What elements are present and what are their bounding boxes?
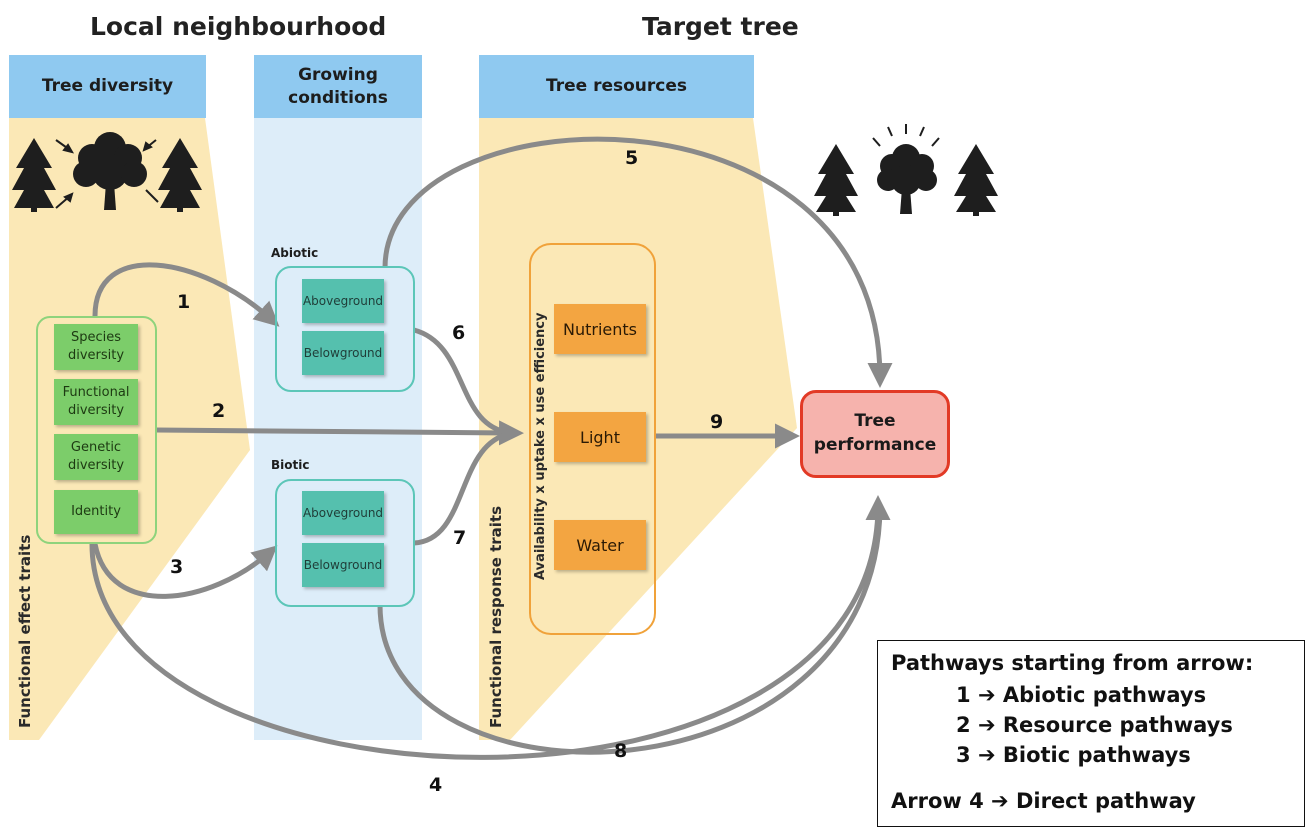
arrow-8 [377, 504, 883, 755]
identity-card: Identity [54, 490, 138, 534]
arrow-number-5: 5 [625, 147, 639, 169]
broadleaf-tree-icon [73, 132, 147, 210]
genetic-diversity-card: Genetic diversity [54, 434, 138, 480]
sun-rays-icon [872, 124, 940, 147]
arrow-number-7: 7 [453, 527, 467, 549]
pathways-legend: Pathways starting from arrow: 1 ➔ Abioti… [877, 640, 1305, 827]
right-arrow-icon: ➔ [977, 743, 996, 767]
legend-row-1: 1 ➔ Abiotic pathways [956, 683, 1206, 707]
legend-title: Pathways starting from arrow: [891, 651, 1254, 675]
arrow-number-3: 3 [170, 556, 184, 578]
arrow-number-6: 6 [452, 322, 466, 344]
header-local-neighbourhood: Local neighbourhood [90, 12, 387, 41]
legend-direct-prefix: Arrow 4 [891, 789, 984, 813]
legend-row-1-number: 1 [956, 683, 971, 707]
arrow-number-8: 8 [614, 740, 628, 762]
legend-row-3-text: Biotic pathways [1002, 743, 1191, 767]
legend-row-2-number: 2 [956, 713, 971, 737]
conifer-tree-icon [12, 138, 56, 212]
abiotic-box [275, 266, 415, 392]
right-arrow-icon: ➔ [977, 683, 996, 707]
tree-diversity-box [36, 316, 157, 544]
broadleaf-tree-icon [877, 144, 937, 214]
legend-direct-text: Direct pathway [1015, 789, 1196, 813]
conifer-tree-icon [158, 138, 202, 212]
water-card: Water [554, 520, 646, 570]
arrow-number-1: 1 [177, 291, 191, 313]
arrow-5 [382, 136, 893, 388]
conifer-tree-icon [814, 144, 858, 216]
local-trees-illustration [12, 132, 202, 212]
biotic-label: Biotic [271, 458, 310, 472]
header-target-tree: Target tree [642, 12, 799, 41]
tree-resources-box [529, 243, 656, 635]
abiotic-aboveground-card: Aboveground [302, 279, 384, 323]
arrow-4 [89, 495, 891, 760]
abiotic-belowground-card: Belowground [302, 331, 384, 375]
arrow-number-4: 4 [429, 774, 443, 796]
arrow-2 [155, 420, 524, 446]
legend-row-3-number: 3 [956, 743, 971, 767]
column-header-tree-diversity: Tree diversity [9, 55, 206, 118]
arrow-7 [413, 430, 515, 546]
species-diversity-card: Species diversity [54, 324, 138, 370]
arrow-6 [413, 327, 515, 436]
legend-row-2: 2 ➔ Resource pathways [956, 713, 1233, 737]
right-arrow-icon: ➔ [977, 713, 996, 737]
tree-performance-box: Tree performance [800, 390, 950, 478]
biotic-aboveground-card: Aboveground [302, 491, 384, 535]
legend-row-3: 3 ➔ Biotic pathways [956, 743, 1191, 767]
legend-row-2-text: Resource pathways [1002, 713, 1233, 737]
abiotic-label: Abiotic [271, 246, 319, 260]
legend-direct-row: Arrow 4 ➔ Direct pathway [891, 789, 1196, 813]
right-arrow-icon: ➔ [991, 789, 1009, 813]
arrow-number-2: 2 [212, 400, 226, 422]
nutrients-card: Nutrients [554, 304, 646, 354]
column-header-tree-resources: Tree resources [479, 55, 754, 118]
biotic-box [275, 479, 415, 607]
arrow-3 [92, 543, 278, 599]
arrow-1 [92, 262, 280, 327]
functional-diversity-card: Functional diversity [54, 379, 138, 425]
light-card: Light [554, 412, 646, 462]
target-trees-illustration [814, 124, 998, 216]
biotic-belowground-card: Belowground [302, 543, 384, 587]
interaction-arrows-icon [55, 139, 159, 209]
arrow-number-9: 9 [710, 411, 724, 433]
column-header-growing-conditions: Growing conditions [254, 55, 422, 118]
conifer-tree-icon [954, 144, 998, 216]
legend-row-1-text: Abiotic pathways [1002, 683, 1207, 707]
